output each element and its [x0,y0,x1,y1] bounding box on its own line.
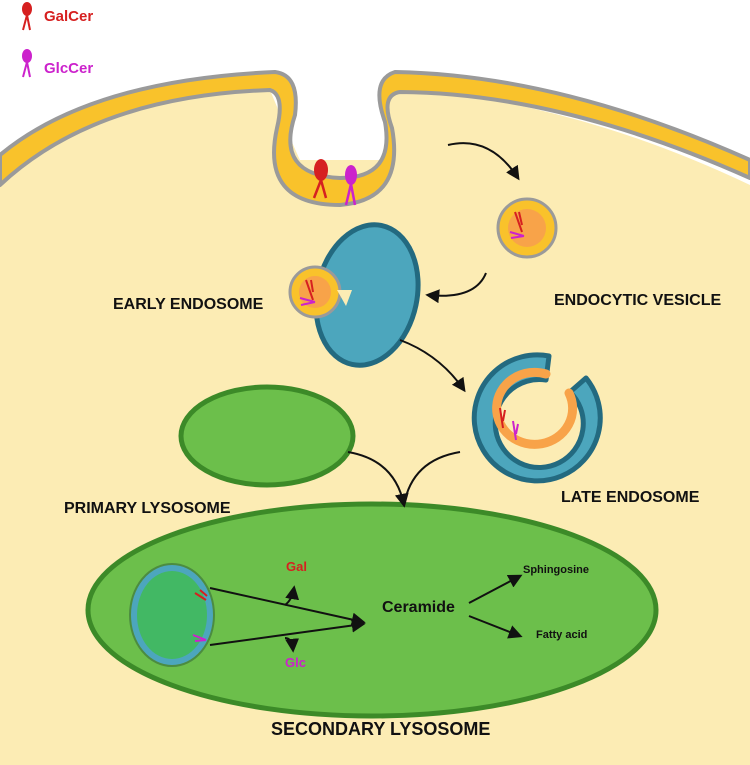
galcer-icon [499,407,506,429]
arrow-vesicle-to-early-endosome [425,272,487,304]
galcer-icon [312,159,328,199]
glccer-icon [192,634,207,642]
late-endosome [471,352,603,484]
glc-label: Glc [285,655,306,670]
galcer-icon [194,589,208,601]
arrow-release-gal [284,585,300,606]
arrows [209,142,523,653]
internal-vesicle [129,563,215,667]
secondary-lysosome-label: SECONDARY LYSOSOME [271,719,490,739]
arrow-late-endosome-merge [403,451,461,506]
arrow-release-glc [284,637,300,653]
primary-lysosome-label: PRIMARY LYSOSOME [64,500,231,517]
galcer-legend-label: GalCer [44,8,93,25]
glccer-icon [299,297,316,306]
early-endosome [288,222,421,368]
primary-lysosome [178,384,356,488]
arrow-early-to-late-endosome [399,339,466,393]
arrow-glc-to-ceramide [209,618,366,646]
galcer-legend-icon [22,2,32,31]
early-endosome-label: EARLY ENDOSOME [113,296,264,313]
glccer-icon [344,165,357,206]
ceramide-label: Ceramide [382,599,455,616]
galcer-icon [305,279,314,301]
legend: GalCer GlcCer [22,2,93,78]
sphingosine-label: Sphingosine [523,564,589,576]
endocytic-vesicle [496,197,558,259]
secondary-lysosome [85,501,659,719]
galcer-icon [514,211,523,233]
gal-label: Gal [286,559,307,574]
fatty-acid-label: Fatty acid [536,629,587,641]
glccer-icon [512,420,519,441]
arrow-to-sphingosine [468,574,523,604]
endocytic-vesicle-label: ENDOCYTIC VESICLE [554,292,721,309]
glccer-legend-icon [22,49,32,78]
glccer-legend-label: GlcCer [44,60,93,77]
arrow-to-fatty-acid [468,615,523,639]
arrow-primary-lysosome-merge [347,451,409,508]
arrow-membrane-to-vesicle [447,142,520,181]
late-endosome-label: LATE ENDOSOME [561,489,700,506]
glccer-icon [509,231,525,239]
